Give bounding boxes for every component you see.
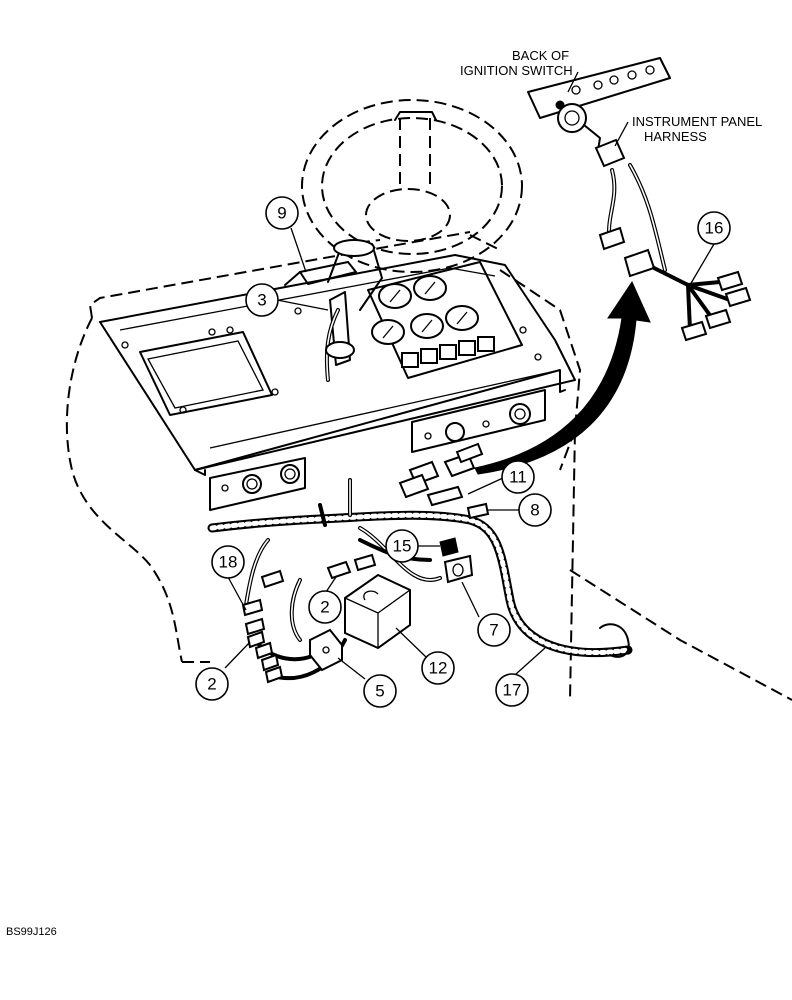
ignition-switch-label-line2: IGNITION SWITCH [460,63,573,78]
callout-9: 9 [265,196,299,230]
svg-text:18: 18 [219,553,238,572]
steering-column [284,239,383,382]
callout-15: 15 [385,529,419,563]
callout-5: 5 [363,674,397,708]
svg-text:2: 2 [320,598,329,617]
components [241,442,630,684]
callout-8: 8 [518,493,552,527]
svg-text:12: 12 [429,659,448,678]
callout-12: 12 [421,651,455,685]
text-labels: BACK OF IGNITION SWITCH INSTRUMENT PANEL… [6,48,762,938]
callout-2-upper: 2 [308,590,342,624]
callout-18: 18 [211,545,245,579]
svg-text:16: 16 [705,219,724,238]
direction-arrow [474,280,651,475]
callout-17: 17 [495,673,529,707]
front-panel [194,369,566,511]
svg-text:8: 8 [530,501,539,520]
svg-text:5: 5 [375,682,384,701]
svg-text:15: 15 [393,537,412,556]
svg-text:9: 9 [277,204,286,223]
callout-2-lower: 2 [195,667,229,701]
ignition-switch [527,57,752,342]
instrument-panel-label-line1: INSTRUMENT PANEL [632,114,762,129]
instrument-panel-label-line2: HARNESS [644,129,707,144]
main-harness [207,478,633,681]
svg-text:3: 3 [257,291,266,310]
callout-3: 3 [245,283,279,317]
svg-text:17: 17 [503,681,522,700]
callout-leaders [224,227,715,680]
back-of-label-line1: BACK OF [512,48,569,63]
figure-code: BS99J126 [6,926,57,938]
callout-11: 11 [501,460,535,494]
callout-7: 7 [477,613,511,647]
svg-text:11: 11 [509,468,527,487]
svg-text:7: 7 [489,621,498,640]
svg-text:2: 2 [207,675,216,694]
gauge-cluster [367,261,523,379]
callout-16: 16 [697,211,731,245]
